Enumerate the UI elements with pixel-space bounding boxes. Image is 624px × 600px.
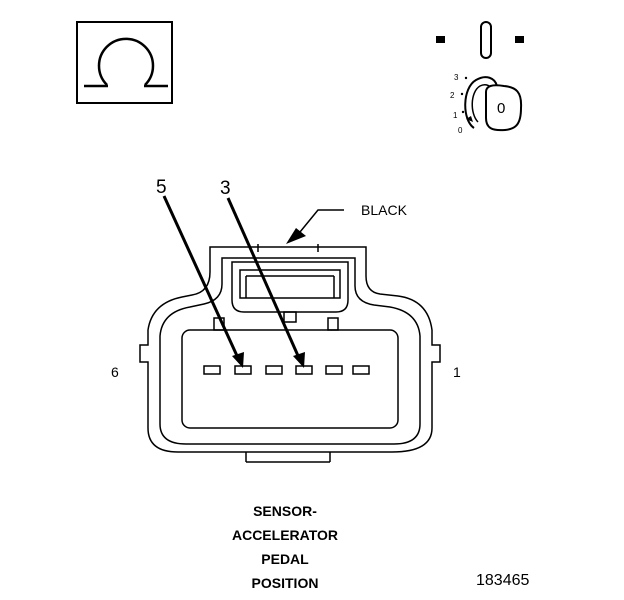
figure-number: 183465 xyxy=(476,572,530,589)
ohmmeter-icon xyxy=(76,21,173,104)
terminal-1 xyxy=(352,365,370,375)
caption-line-2: ACCELERATOR xyxy=(231,527,339,543)
probe-label-5: 5 xyxy=(156,177,167,198)
ignition-position-3: 3 xyxy=(454,73,459,82)
caption-line-4: POSITION xyxy=(251,575,319,591)
connector-housing xyxy=(139,244,441,463)
terminal-6 xyxy=(203,365,221,375)
color-leader-line xyxy=(286,209,344,244)
connector-color-label: BLACK xyxy=(361,202,408,218)
ignition-position-0: 0 xyxy=(458,126,463,135)
terminal-cavities xyxy=(203,365,370,375)
terminal-4 xyxy=(265,365,283,375)
probe-arrow-5 xyxy=(162,195,244,368)
terminal-label-1: 1 xyxy=(453,364,461,380)
caption-line-1: SENSOR- xyxy=(253,503,317,519)
terminal-2 xyxy=(325,365,343,375)
terminal-label-6: 6 xyxy=(111,364,119,380)
probe-label-3: 3 xyxy=(220,178,231,199)
ignition-key-icon xyxy=(436,21,524,132)
ignition-key-label: 0 xyxy=(497,100,505,117)
probe-arrow-3 xyxy=(226,197,305,368)
ignition-position-2: 2 xyxy=(450,91,455,100)
ignition-position-1: 1 xyxy=(453,111,458,120)
caption-line-3: PEDAL xyxy=(261,551,309,567)
